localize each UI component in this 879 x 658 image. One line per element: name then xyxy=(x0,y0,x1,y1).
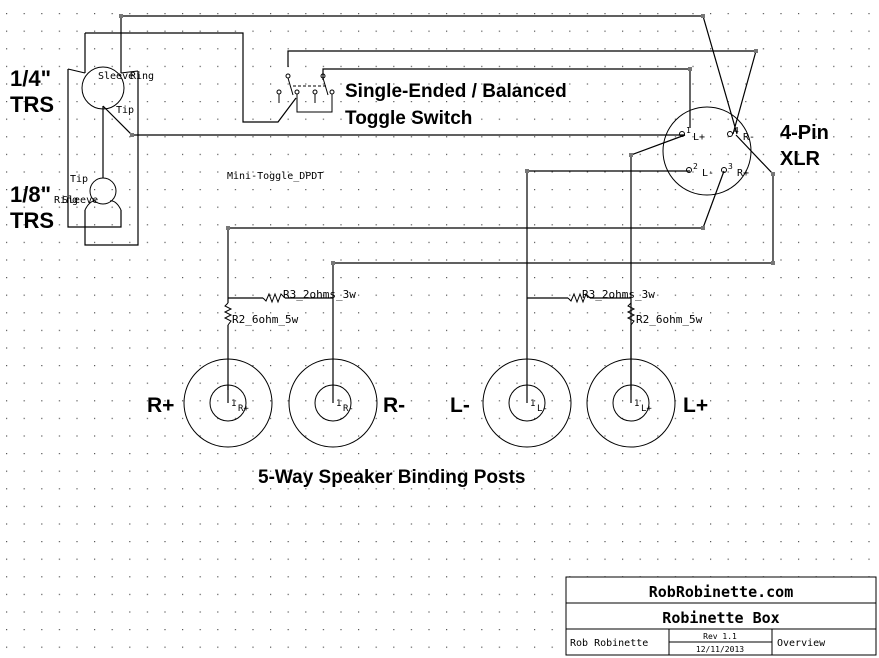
r3-right-label: R3_2ohms_3w xyxy=(582,288,655,301)
xlr-pin3-name: R+ xyxy=(737,168,749,179)
binding-post-l-minus: 1 L- xyxy=(482,358,572,448)
resistor-r3-right: R3_2ohms_3w xyxy=(567,288,655,304)
xlr-pin4-num: 4 xyxy=(734,126,739,135)
eighth-inch-trs-jack: Tip Ring Sleeve xyxy=(54,174,122,211)
title-block-sheet: Overview xyxy=(777,638,826,649)
title-block-date: 12/11/2013 xyxy=(696,645,744,654)
trs-eighth-ring-label: Ring xyxy=(54,195,78,206)
post-label-l-minus: L- xyxy=(450,394,470,417)
binding-post-r-minus: 1 R- xyxy=(288,358,378,448)
post-r-plus-pin-name: R+ xyxy=(238,404,249,414)
post-r-minus-pin: 1 xyxy=(336,399,341,409)
xlr-connector: 1 L+ 2 L- 3 R+ 4 R- xyxy=(662,106,755,196)
dpdt-toggle-switch xyxy=(276,73,335,113)
post-l-plus-pin: 1 xyxy=(634,399,639,409)
r2-right-label: R2_6ohm_5w xyxy=(636,313,703,326)
post-label-r-minus: R- xyxy=(383,394,405,417)
xlr-label-line2: XLR xyxy=(780,148,821,170)
toggle-part-label: Mini-Toggle_DPDT xyxy=(227,171,323,182)
post-l-minus-pin-name: L- xyxy=(537,404,548,414)
post-l-minus-pin: 1 xyxy=(530,399,535,409)
trs-eighth-sleeve-label: Sleeve xyxy=(62,195,98,206)
binding-posts-title: 5-Way Speaker Binding Posts xyxy=(258,467,525,488)
trs-quarter-ring-label: Ring xyxy=(130,71,154,82)
junction-nodes xyxy=(119,14,775,265)
title-block-author: Rob Robinette xyxy=(570,638,648,649)
title-block-project: Robinette Box xyxy=(662,609,779,627)
post-r-plus-pin: 1 xyxy=(231,399,236,409)
resistor-r2-left: R2_6ohm_5w xyxy=(223,302,299,326)
xlr-pin2-num: 2 xyxy=(693,162,698,171)
resistor-r3-left: R3_2ohms_3w xyxy=(262,288,356,304)
title-block: RobRobinette.com Robinette Box Rob Robin… xyxy=(565,576,877,656)
post-label-l-plus: L+ xyxy=(683,394,708,417)
xlr-pin2-name: L- xyxy=(702,168,714,179)
xlr-pin1-num: 1 xyxy=(686,126,691,135)
trs-quarter-tip-label: Tip xyxy=(116,105,134,116)
xlr-label-line1: 4-Pin xyxy=(780,122,829,144)
resistor-r2-right: R2_6ohm_5w xyxy=(626,302,703,326)
quarter-inch-trs-jack: Sleeve Ring Tip xyxy=(67,66,154,116)
toggle-label-line1: Single-Ended / Balanced xyxy=(345,81,567,102)
xlr-pin1-name: L+ xyxy=(693,132,705,143)
xlr-pin3-num: 3 xyxy=(728,162,733,171)
xlr-pin4-name: R- xyxy=(743,132,755,143)
eighth-inch-label-line1: 1/8" xyxy=(10,182,51,207)
eighth-inch-label-line2: TRS xyxy=(10,208,54,233)
r3-left-label: R3_2ohms_3w xyxy=(283,288,356,301)
r2-left-label: R2_6ohm_5w xyxy=(232,313,299,326)
title-block-site: RobRobinette.com xyxy=(649,583,794,601)
trs-eighth-tip-label: Tip xyxy=(70,174,88,185)
post-r-minus-pin-name: R- xyxy=(343,404,354,414)
title-block-revision: Rev 1.1 xyxy=(703,632,737,641)
quarter-inch-label-line1: 1/4" xyxy=(10,66,51,91)
post-l-plus-pin-name: L+ xyxy=(641,404,652,414)
trs-quarter-sleeve-label: Sleeve xyxy=(98,71,134,82)
post-label-r-plus: R+ xyxy=(147,394,174,417)
toggle-label-line2: Toggle Switch xyxy=(345,108,472,129)
quarter-inch-label-line2: TRS xyxy=(10,92,54,117)
